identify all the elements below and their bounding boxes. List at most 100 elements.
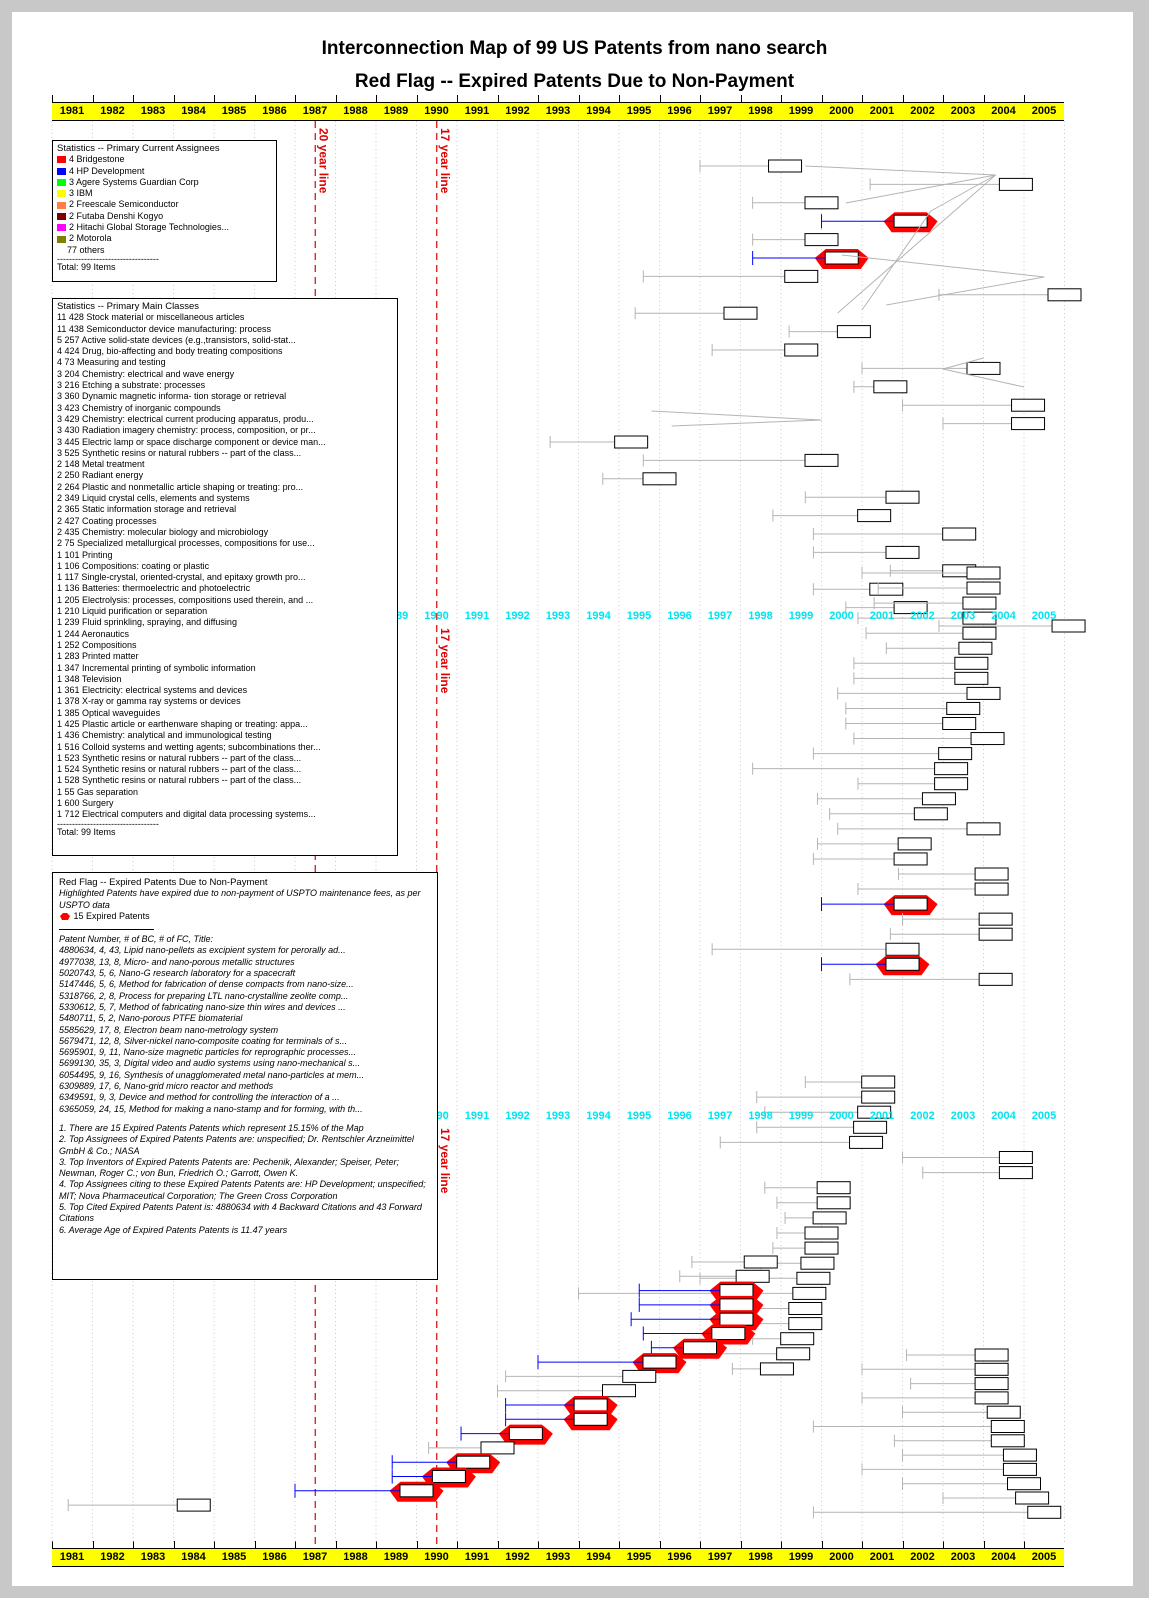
patent-box	[999, 178, 1032, 190]
patent-box	[825, 252, 858, 264]
class-row: 2 435 Chemistry: molecular biology and m…	[57, 527, 393, 538]
patent-box	[781, 1333, 814, 1345]
expired-patent-row: 6054495, 9, 16, Synthesis of unagglomera…	[59, 1070, 431, 1081]
patent-box	[935, 763, 968, 775]
patent-box	[813, 1212, 846, 1224]
patent-link-line	[651, 411, 821, 420]
class-row: 1 106 Compositions: coating or plastic	[57, 561, 393, 572]
patent-box	[862, 1091, 895, 1103]
patent-box	[967, 582, 1000, 594]
patent-box	[643, 473, 676, 485]
patent-box	[959, 642, 992, 654]
classes-header: Statistics -- Primary Main Classes	[57, 301, 393, 312]
assignees-others: 77 others	[57, 245, 272, 256]
class-row: 1 252 Compositions	[57, 640, 393, 651]
class-row: 1 347 Incremental printing of symbolic i…	[57, 663, 393, 674]
class-row: 1 712 Electrical computers and digital d…	[57, 809, 393, 820]
expired-patent-row: 5318766, 2, 8, Process for preparing LTL…	[59, 991, 431, 1002]
patent-box	[789, 1318, 822, 1330]
patent-box	[1016, 1492, 1049, 1504]
class-row: 1 425 Plastic article or earthenware sha…	[57, 719, 393, 730]
class-row: 1 205 Electrolysis: processes, compositi…	[57, 595, 393, 606]
expired-patent-row: 6365059, 24, 15, Method for making a nan…	[59, 1104, 431, 1115]
patent-box	[858, 510, 891, 522]
patent-box	[914, 808, 947, 820]
patent-box	[805, 234, 838, 246]
assignees-total: Total: 99 Items	[57, 262, 272, 273]
expired-patent-row: 5020743, 5, 6, Nano-G research laborator…	[59, 968, 431, 979]
assignee-color-swatch	[57, 202, 66, 209]
patent-box	[1028, 1506, 1061, 1518]
ghost-year-label: 1997	[700, 1110, 740, 1122]
patent-box	[615, 436, 648, 448]
patent-box	[603, 1385, 636, 1397]
patent-box	[1003, 1449, 1036, 1461]
patent-box	[975, 883, 1008, 895]
patent-box	[623, 1370, 656, 1382]
class-row: 4 424 Drug, bio-affecting and body treat…	[57, 346, 393, 357]
ghost-year-label: 1990	[417, 610, 457, 622]
ghost-year-label: 2004	[984, 610, 1024, 622]
patent-box	[793, 1287, 826, 1299]
class-row: 11 438 Semiconductor device manufacturin…	[57, 324, 393, 335]
expired-patent-note: 5. Top Cited Expired Patents Patent is: …	[59, 1202, 431, 1225]
ghost-year-label: 1996	[660, 610, 700, 622]
patent-box	[894, 853, 927, 865]
patent-box	[769, 160, 802, 172]
patent-box	[894, 215, 927, 227]
expired-patent-row: 4977038, 13, 8, Micro- and nano-porous m…	[59, 957, 431, 968]
patent-box	[1003, 1463, 1036, 1475]
class-row: 2 427 Coating processes	[57, 516, 393, 527]
class-row: 5 257 Active solid-state devices (e.g.,t…	[57, 335, 393, 346]
ghost-year-label: 1994	[579, 1110, 619, 1122]
assignee-row: 2 Futaba Denshi Kogyo	[57, 211, 272, 222]
patent-box	[736, 1270, 769, 1282]
patent-box	[975, 868, 1008, 880]
assignee-count: 4	[69, 154, 77, 164]
class-row: 1 378 X-ray or gamma ray systems or devi…	[57, 696, 393, 707]
assignee-name: Agere Systems Guardian Corp	[76, 177, 199, 187]
ghost-year-label: 2002	[903, 1110, 943, 1122]
patent-box	[785, 344, 818, 356]
expired-patent-row: 5147446, 5, 6, Method for fabrication of…	[59, 979, 431, 990]
class-row: 3 525 Synthetic resins or natural rubber…	[57, 448, 393, 459]
class-row: 3 360 Dynamic magnetic informa- tion sto…	[57, 391, 393, 402]
expired-patent-note: 4. Top Assignees citing to these Expired…	[59, 1179, 431, 1202]
classes-list: 11 428 Stock material or miscellaneous a…	[57, 312, 393, 820]
patent-box	[720, 1285, 753, 1297]
class-row: 1 600 Surgery	[57, 798, 393, 809]
ghost-year-label: 2001	[862, 1110, 902, 1122]
assignee-count: 3	[69, 188, 77, 198]
class-row: 1 117 Single-crystal, oriented-crystal, …	[57, 572, 393, 583]
red-flag-legend: 15 Expired Patents	[59, 911, 431, 922]
expired-patent-note: 3. Top Inventors of Expired Patents Pate…	[59, 1157, 431, 1180]
patent-box	[457, 1456, 490, 1468]
patent-box	[837, 326, 870, 338]
patent-box	[870, 583, 903, 595]
assignee-row: 4 HP Development	[57, 166, 272, 177]
assignee-name: Hitachi Global Storage Technologies...	[77, 222, 229, 232]
patent-box	[177, 1499, 210, 1511]
ghost-year-label: 1999	[781, 610, 821, 622]
class-row: 4 73 Measuring and testing	[57, 357, 393, 368]
patent-box	[801, 1257, 834, 1269]
patent-box	[862, 1076, 895, 1088]
patent-box	[400, 1485, 433, 1497]
expired-patent-row: 6349591, 9, 3, Device and method for con…	[59, 1092, 431, 1103]
patent-box	[574, 1399, 607, 1411]
patent-box	[955, 672, 988, 684]
patent-box	[1012, 418, 1045, 430]
class-row: 1 348 Television	[57, 674, 393, 685]
class-row: 3 216 Etching a substrate: processes	[57, 380, 393, 391]
patent-box	[817, 1197, 850, 1209]
patent-link-line	[838, 175, 996, 313]
patent-box	[789, 1303, 822, 1315]
reference-line-label: 20 year line	[316, 128, 330, 193]
expired-patent-note: 6. Average Age of Expired Patents Patent…	[59, 1225, 431, 1236]
ghost-year-label: 2003	[943, 1110, 983, 1122]
class-row: 1 210 Liquid purification or separation	[57, 606, 393, 617]
expired-patent-row: 6309889, 17, 6, Nano-grid micro reactor …	[59, 1081, 431, 1092]
class-row: 1 528 Synthetic resins or natural rubber…	[57, 775, 393, 786]
patent-link-line	[805, 166, 995, 175]
red-flag-divider	[59, 929, 154, 930]
